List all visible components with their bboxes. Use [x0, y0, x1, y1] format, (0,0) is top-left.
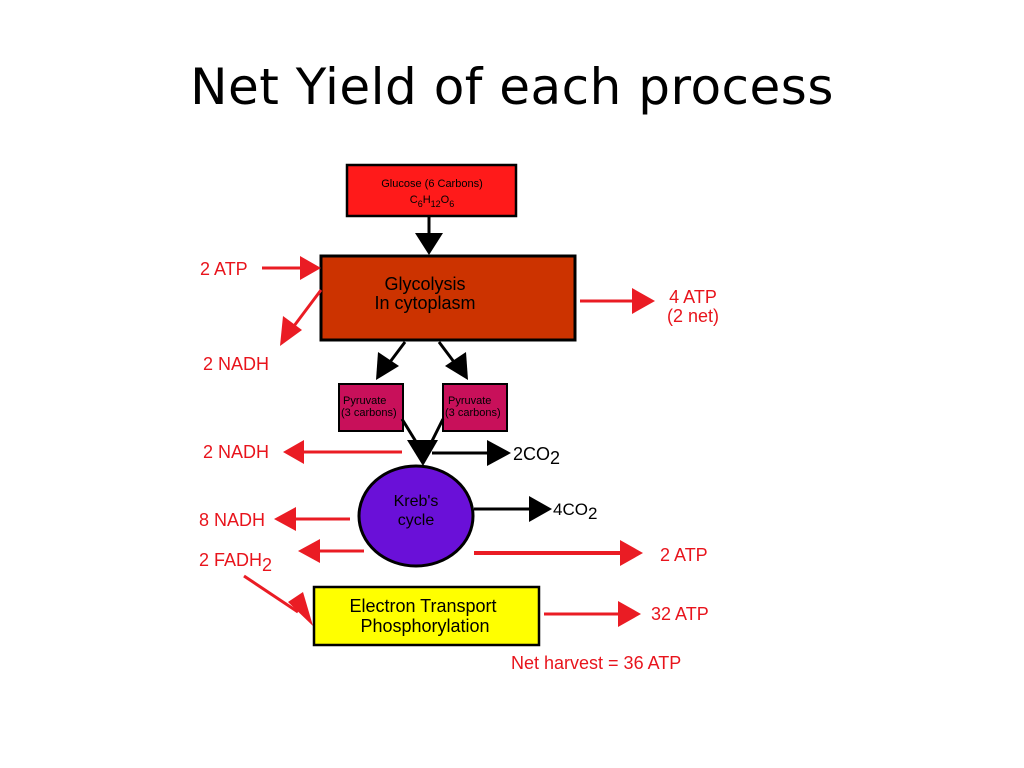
- nadh-krebs-label: 8 NADH: [199, 510, 265, 530]
- nadh-glycolysis-arrow: [292, 289, 323, 327]
- atp-glycolysis-net-label: (2 net): [667, 306, 719, 326]
- co2-pyruvate-label: 2CO2: [513, 444, 560, 468]
- glycolysis-box: [319, 254, 577, 342]
- glycolysis-to-pyruvate-left-arrow: [388, 341, 407, 363]
- atp-krebs-arrowhead: [620, 540, 643, 566]
- glycolysis-label: Glycolysis: [384, 274, 465, 294]
- pyruvate-right-carbons: (3 carbons): [445, 407, 501, 419]
- glucose-to-glycolysis-arrowhead: [415, 233, 443, 255]
- glycolysis-location: In cytoplasm: [374, 293, 475, 313]
- co2-krebs-label: 4CO2: [553, 500, 597, 523]
- nadh-glycolysis-arrowhead: [280, 316, 302, 346]
- fadh-to-etc-arrow: [243, 574, 299, 614]
- glucose-formula: C6H12O6: [410, 194, 455, 209]
- atp-input-arrowhead: [300, 256, 321, 280]
- pyruvate-right-label: Pyruvate: [448, 395, 491, 407]
- atp-krebs-label: 2 ATP: [660, 545, 708, 565]
- nadh-pyruvate-label: 2 NADH: [203, 442, 269, 462]
- pyruvate-to-krebs-arrowhead: [407, 440, 438, 466]
- nadh-pyruvate-arrowhead: [283, 440, 304, 464]
- atp-glycolysis-label: 4 ATP: [669, 287, 717, 307]
- pyruvate-left-box: [338, 383, 404, 432]
- electron-transport-box: [312, 585, 541, 647]
- krebs-cycle-label: Kreb's: [394, 493, 439, 510]
- net-harvest-label: Net harvest = 36 ATP: [511, 653, 681, 673]
- atp-etc-arrowhead: [618, 601, 641, 627]
- slide-title: Net Yield of each process: [190, 58, 834, 116]
- nadh-krebs-arrowhead: [274, 507, 296, 531]
- fadh-arrowhead: [298, 539, 320, 563]
- electron-transport-label: Electron Transport: [349, 596, 496, 616]
- glucose-label: Glucose (6 Carbons): [381, 178, 483, 190]
- pyruvate-left-label: Pyruvate: [343, 395, 386, 407]
- atp-input-label: 2 ATP: [200, 259, 248, 279]
- krebs-cycle-sublabel: cycle: [398, 512, 435, 529]
- pyruvate-left-carbons: (3 carbons): [341, 407, 397, 419]
- fadh-label: 2 FADH2: [199, 550, 272, 575]
- atp-etc-label: 32 ATP: [651, 604, 709, 624]
- pyruvate-right-box: [442, 383, 508, 432]
- co2-krebs-arrowhead: [529, 496, 552, 522]
- krebs-cycle-circle: [357, 464, 475, 568]
- glycolysis-to-pyruvate-right-arrow: [437, 341, 456, 363]
- co2-pyruvate-arrowhead: [487, 440, 511, 466]
- glycolysis-to-pyruvate-right-arrowhead: [445, 352, 468, 380]
- nadh-glycolysis-label: 2 NADH: [203, 354, 269, 374]
- glucose-box: [345, 163, 518, 218]
- fadh-to-etc-arrowhead: [288, 592, 313, 626]
- electron-transport-sublabel: Phosphorylation: [360, 616, 489, 636]
- atp-glycolysis-arrowhead: [632, 288, 655, 314]
- glycolysis-to-pyruvate-left-arrowhead: [376, 352, 399, 380]
